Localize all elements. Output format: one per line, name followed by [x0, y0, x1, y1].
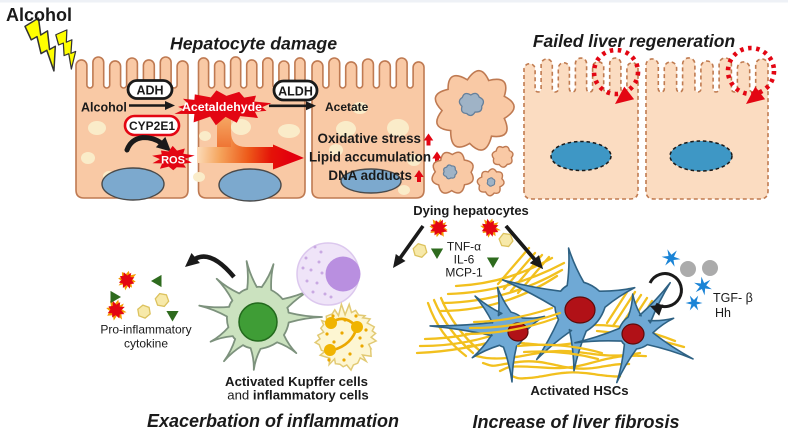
svg-text:ALDH: ALDH [278, 85, 313, 99]
svg-text:TNF-α: TNF-α [447, 240, 481, 254]
svg-text:Exacerbation of inflammation: Exacerbation of inflammation [147, 411, 399, 431]
svg-text:ADH: ADH [136, 84, 163, 98]
svg-text:Acetaldehyde: Acetaldehyde [182, 100, 262, 114]
svg-text:Hepatocyte damage: Hepatocyte damage [170, 34, 337, 54]
svg-text:Pro-inflammatory: Pro-inflammatory [100, 323, 191, 337]
svg-text:TGF- β: TGF- β [713, 291, 753, 305]
svg-text:Failed liver regeneration: Failed liver regeneration [533, 31, 735, 51]
svg-text:Activated Kupffer cells: Activated Kupffer cells [225, 374, 368, 389]
svg-text:Lipid accumulation: Lipid accumulation [309, 150, 431, 165]
svg-text:Oxidative stress: Oxidative stress [318, 131, 421, 146]
svg-text:Increase of liver fibrosis: Increase of liver fibrosis [472, 412, 679, 432]
svg-text:ROS: ROS [161, 155, 185, 167]
svg-text:CYP2E1: CYP2E1 [129, 119, 175, 133]
svg-text:Alcohol: Alcohol [6, 5, 72, 25]
svg-text:Hh: Hh [715, 306, 731, 320]
svg-text:cytokine: cytokine [124, 337, 168, 351]
svg-text:IL-6: IL-6 [454, 253, 475, 267]
svg-text:Dying hepatocytes: Dying hepatocytes [413, 203, 529, 218]
svg-text:DNA adducts: DNA adducts [328, 168, 412, 183]
svg-text:Activated HSCs: Activated HSCs [530, 383, 628, 398]
svg-text:and inflammatory cells: and inflammatory cells [227, 388, 368, 403]
svg-text:MCP-1: MCP-1 [445, 266, 483, 280]
svg-text:Acetate: Acetate [325, 100, 369, 114]
svg-text:Alcohol: Alcohol [81, 101, 127, 115]
